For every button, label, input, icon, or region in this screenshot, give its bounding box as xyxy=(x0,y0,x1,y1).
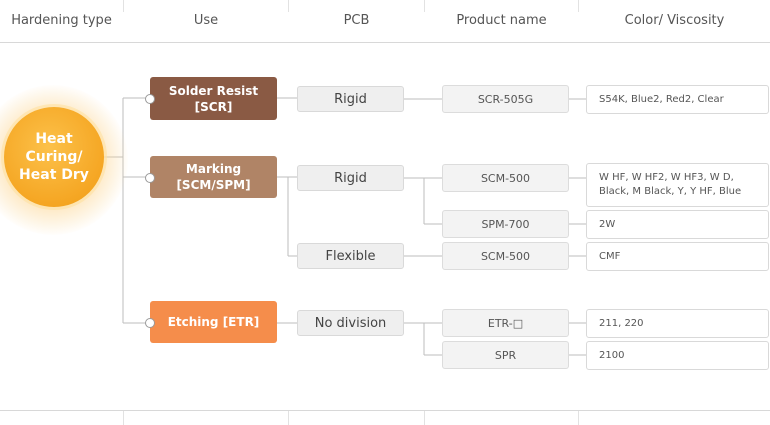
color-viscosity-box: S54K, Blue2, Red2, Clear xyxy=(586,85,769,114)
color-viscosity-box: 2100 xyxy=(586,341,769,370)
table-bottom-border xyxy=(0,410,770,411)
use-solder-resist: Solder Resist [SCR] xyxy=(150,77,277,120)
use-label: Etching [ETR] xyxy=(167,315,260,329)
header-use: Use xyxy=(193,13,219,28)
use-label: Marking [SCM/SPM] xyxy=(176,162,251,192)
color-viscosity-box: 2W xyxy=(586,210,769,239)
hardening-type-circle: Heat Curing/ Heat Dry xyxy=(4,107,104,207)
column-divider xyxy=(288,0,289,12)
product-name-box: SPR xyxy=(442,341,569,369)
color-viscosity-text: 211, 220 xyxy=(599,317,644,329)
pcb-rigid: Rigid xyxy=(297,86,404,112)
product-name-box: SCM-500 xyxy=(442,242,569,270)
color-viscosity-text: 2W xyxy=(599,218,616,230)
connector-dot xyxy=(145,173,155,183)
header-color-viscosity: Color/ Viscosity xyxy=(624,13,725,28)
hardening-type-label: Heat Curing/ Heat Dry xyxy=(19,131,89,183)
color-viscosity-text: S54K, Blue2, Red2, Clear xyxy=(599,93,724,105)
column-divider xyxy=(424,410,425,425)
pcb-no-division: No division xyxy=(297,310,404,336)
header-product-name: Product name xyxy=(456,13,547,28)
color-viscosity-box: CMF xyxy=(586,242,769,271)
column-divider xyxy=(424,0,425,12)
color-viscosity-text: CMF xyxy=(599,250,621,262)
column-divider xyxy=(123,0,124,12)
column-divider xyxy=(578,410,579,425)
product-name-box: SPM-700 xyxy=(442,210,569,238)
color-viscosity-box: W HF, W HF2, W HF3, W D, Black, M Black,… xyxy=(586,163,769,207)
column-divider xyxy=(288,410,289,425)
product-name-box: SCR-505G xyxy=(442,85,569,113)
color-viscosity-text: W HF, W HF2, W HF3, W D, Black, M Black,… xyxy=(599,172,742,197)
column-divider xyxy=(578,0,579,12)
connector-dot xyxy=(145,94,155,104)
pcb-flexible: Flexible xyxy=(297,243,404,269)
connector-dot xyxy=(145,318,155,328)
use-label: Solder Resist [SCR] xyxy=(168,83,259,114)
table-header: Hardening type Use PCB Product name Colo… xyxy=(0,0,770,43)
use-marking: Marking [SCM/SPM] xyxy=(150,156,277,198)
color-viscosity-box: 211, 220 xyxy=(586,309,769,338)
pcb-rigid: Rigid xyxy=(297,165,404,191)
use-etching: Etching [ETR] xyxy=(150,301,277,343)
product-name-box: SCM-500 xyxy=(442,164,569,192)
column-divider xyxy=(123,410,124,425)
color-viscosity-text: 2100 xyxy=(599,349,625,361)
header-pcb: PCB xyxy=(343,13,370,28)
product-name-box: ETR-□ xyxy=(442,309,569,337)
header-hardening-type: Hardening type xyxy=(11,13,112,28)
